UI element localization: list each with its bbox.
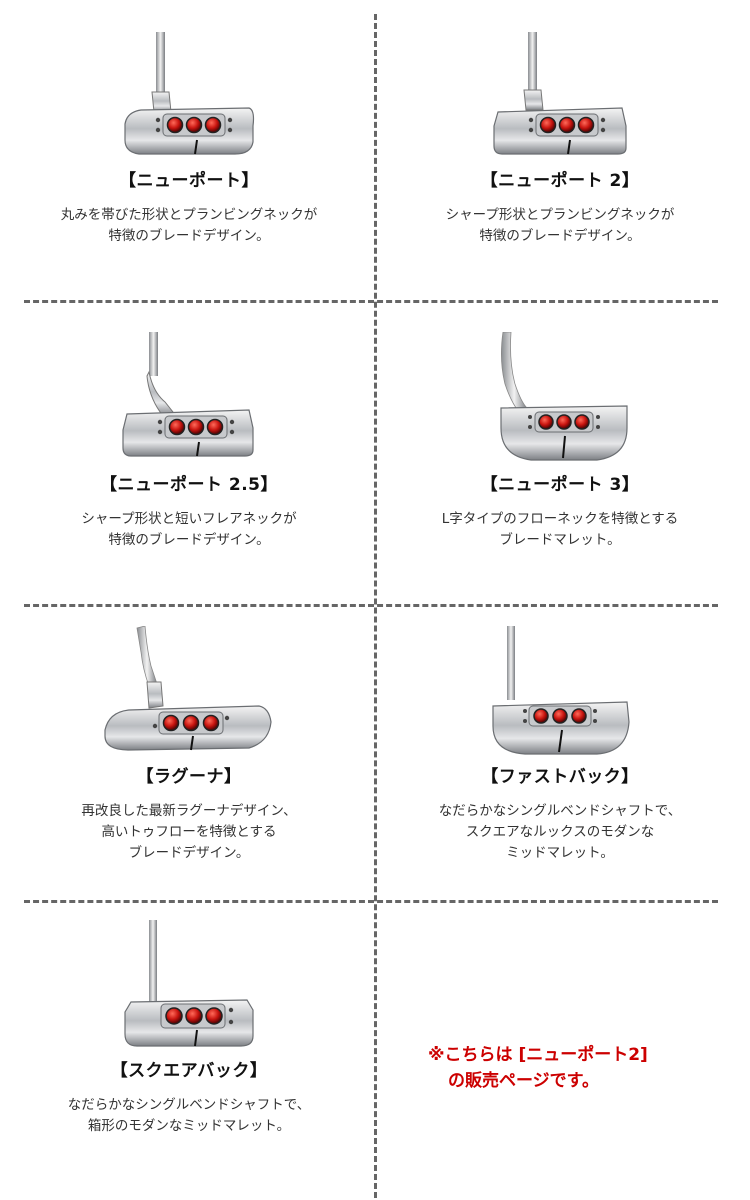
product-name: 【ニューポート 2.5】	[99, 475, 279, 495]
product-name: 【ニューポート 2】	[480, 171, 640, 191]
product-name: 【スクエアバック】	[110, 1061, 268, 1081]
note-line-2: の販売ページです。	[448, 1071, 599, 1091]
sales-page-note: ※こちらは [ニューポート2] の販売ページです。	[428, 1042, 718, 1094]
product-laguna[interactable]: 【ラグーナ】 再改良した最新ラグーナデザイン、 高いトゥフローを特徴とする ブレ…	[24, 626, 354, 864]
product-description: なだらかなシングルベンドシャフトで、 箱形のモダンなミッドマレット。	[67, 1097, 311, 1134]
product-description: シャープ形状とプランビングネックが 特徴のブレードデザイン。	[445, 207, 675, 244]
putter-image	[500, 332, 628, 461]
product-newport[interactable]: 【ニューポート】 丸みを帯びた形状とプランビングネックが 特徴のブレードデザイン…	[24, 30, 354, 247]
horizontal-divider	[24, 604, 718, 607]
product-description: 再改良した最新ラグーナデザイン、 高いトゥフローを特徴とする ブレードデザイン。	[81, 803, 297, 861]
product-description: なだらかなシングルベンドシャフトで、 スクエアなルックスのモダンな ミッドマレッ…	[438, 803, 682, 861]
horizontal-divider	[24, 900, 718, 903]
product-name: 【ニューポート 3】	[480, 475, 640, 495]
product-fastback[interactable]: 【ファストバック】 なだらかなシングルベンドシャフトで、 スクエアなルックスのモ…	[395, 626, 725, 864]
note-line-1: ※こちらは [ニューポート2]	[428, 1045, 648, 1065]
horizontal-divider	[24, 300, 718, 303]
putter-image	[104, 626, 272, 751]
product-name: 【ニューポート】	[119, 171, 259, 191]
product-newport-2-5[interactable]: 【ニューポート 2.5】 シャープ形状と短いフレアネックが 特徴のブレードデザイ…	[24, 332, 354, 551]
product-description: 丸みを帯びた形状とプランビングネックが 特徴のブレードデザイン。	[60, 207, 318, 244]
product-squareback[interactable]: 【スクエアバック】 なだらかなシングルベンドシャフトで、 箱形のモダンなミッドマ…	[24, 920, 354, 1137]
product-newport-3[interactable]: 【ニューポート 3】 L字タイプのフローネックを特徴とする ブレードマレット。	[395, 332, 725, 551]
putter-image	[493, 32, 627, 155]
product-name: 【ファストバック】	[481, 767, 639, 787]
product-newport-2[interactable]: 【ニューポート 2】 シャープ形状とプランビングネックが 特徴のブレードデザイン…	[395, 30, 725, 247]
putter-image	[124, 920, 254, 1047]
product-description: L字タイプのフローネックを特徴とする ブレードマレット。	[441, 511, 679, 548]
product-name: 【ラグーナ】	[136, 767, 242, 787]
product-description: シャープ形状と短いフレアネックが 特徴のブレードデザイン。	[81, 511, 297, 548]
putter-image	[492, 626, 630, 755]
putter-image	[124, 32, 255, 155]
putter-image	[122, 332, 254, 457]
